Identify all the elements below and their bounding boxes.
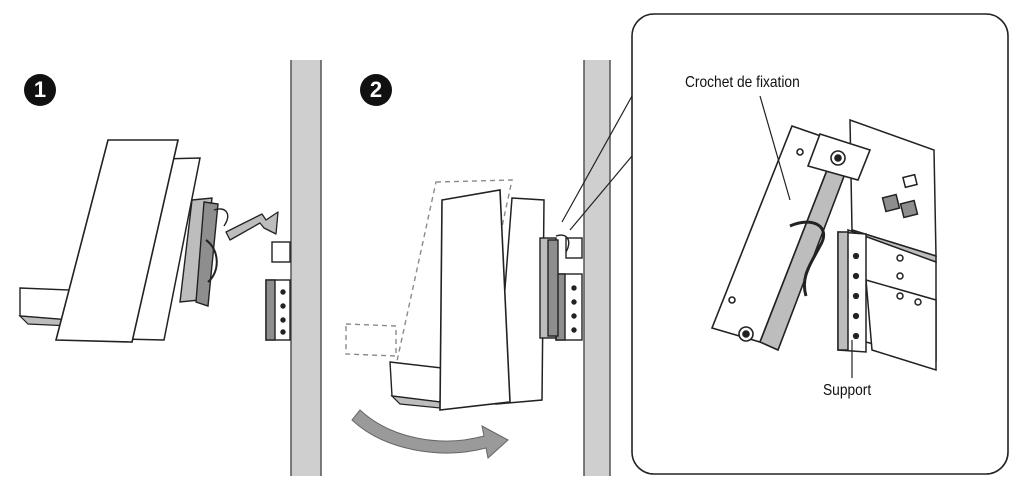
wall-bracket-2	[555, 237, 583, 341]
label-support: Support	[823, 382, 872, 399]
step-2-badge: 2	[360, 74, 392, 106]
tv-bracket-2	[539, 234, 570, 339]
zoom-callout-panel	[631, 13, 1009, 475]
tv-panel-1	[54, 139, 180, 343]
tv-stand-2	[389, 361, 443, 403]
tv-panel-2	[439, 189, 511, 411]
leader-line-bracket	[759, 95, 791, 201]
step-1-badge: 1	[24, 74, 56, 106]
motion-arrow-1	[225, 211, 279, 241]
wall-bracket-1	[265, 241, 291, 341]
zoom-mounting-hook	[710, 124, 872, 352]
step-1-illustration	[18, 60, 322, 476]
wall-2	[584, 60, 610, 476]
tv-bracket-1	[179, 197, 229, 307]
rotation-arrow	[351, 409, 509, 459]
zoom-wall-bracket	[847, 118, 937, 372]
label-crochet-de-fixation: Crochet de fixation	[685, 74, 800, 91]
wall-1	[291, 60, 321, 476]
step-2-illustration	[345, 60, 633, 476]
zoom-support	[837, 231, 867, 353]
